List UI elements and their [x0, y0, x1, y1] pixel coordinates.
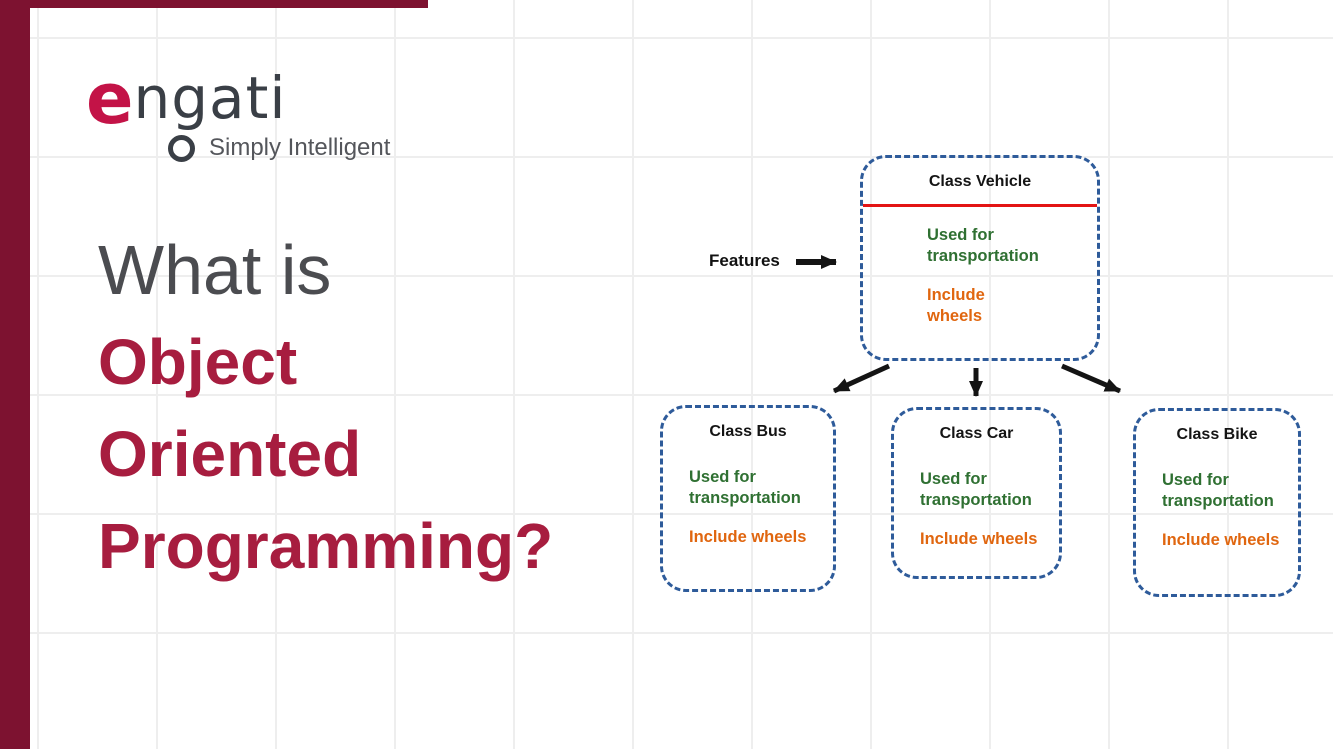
title-line-programming: Programming?	[98, 510, 554, 582]
class-bike-box: Class Bike Used for transportation Inclu…	[1133, 408, 1301, 597]
page-title: What is Object Oriented Programming?	[98, 224, 553, 592]
class-car-box: Class Car Used for transportation Includ…	[891, 407, 1062, 579]
logo-wordmark: e ngati	[86, 58, 390, 140]
class-vehicle-title: Class Vehicle	[928, 173, 1032, 190]
class-car-title: Class Car	[939, 425, 1014, 442]
class-car-body: Used for transportation Include wheels	[894, 469, 1059, 550]
bike-feature-transportation: Used for transportation	[1162, 471, 1274, 510]
class-bus-box: Class Bus Used for transportation Includ…	[660, 405, 836, 592]
title-line-oriented: Oriented	[98, 418, 362, 490]
class-bus-body: Used for transportation Include wheels	[663, 467, 833, 548]
logo-tagline-row: Simply Intelligent	[168, 134, 390, 162]
left-accent-bar	[0, 0, 30, 749]
vehicle-feature-transportation: Used for transportation	[927, 226, 1039, 265]
class-bike-title: Class Bike	[1176, 426, 1258, 443]
arrow-to-bus	[832, 363, 891, 394]
bus-feature-wheels: Include wheels	[689, 528, 807, 546]
title-line-what-is: What is	[98, 231, 332, 309]
car-feature-transportation: Used for transportation	[920, 470, 1032, 509]
class-bus-title: Class Bus	[709, 423, 787, 440]
arrow-to-bike	[1061, 363, 1121, 394]
logo-text: ngati	[133, 64, 287, 132]
logo-e-bubble-icon: e	[86, 58, 134, 140]
class-vehicle-divider	[863, 204, 1097, 207]
features-label: Features	[709, 251, 780, 270]
logo-tagline: Simply Intelligent	[209, 134, 391, 161]
class-bike-body: Used for transportation Include wheels	[1136, 470, 1298, 551]
class-vehicle-box: Class Vehicle Used for transportation In…	[860, 155, 1100, 361]
engati-logo: e ngati Simply Intelligent	[86, 58, 390, 162]
title-line-object: Object	[98, 326, 298, 398]
vehicle-feature-wheels: Include wheels	[927, 286, 985, 325]
logo-ring-icon	[168, 134, 195, 162]
bike-feature-wheels: Include wheels	[1162, 531, 1280, 549]
class-vehicle-body: Used for transportation Include wheels	[863, 225, 1097, 327]
top-accent-bar	[0, 0, 428, 8]
car-feature-wheels: Include wheels	[920, 530, 1038, 548]
bus-feature-transportation: Used for transportation	[689, 468, 801, 507]
